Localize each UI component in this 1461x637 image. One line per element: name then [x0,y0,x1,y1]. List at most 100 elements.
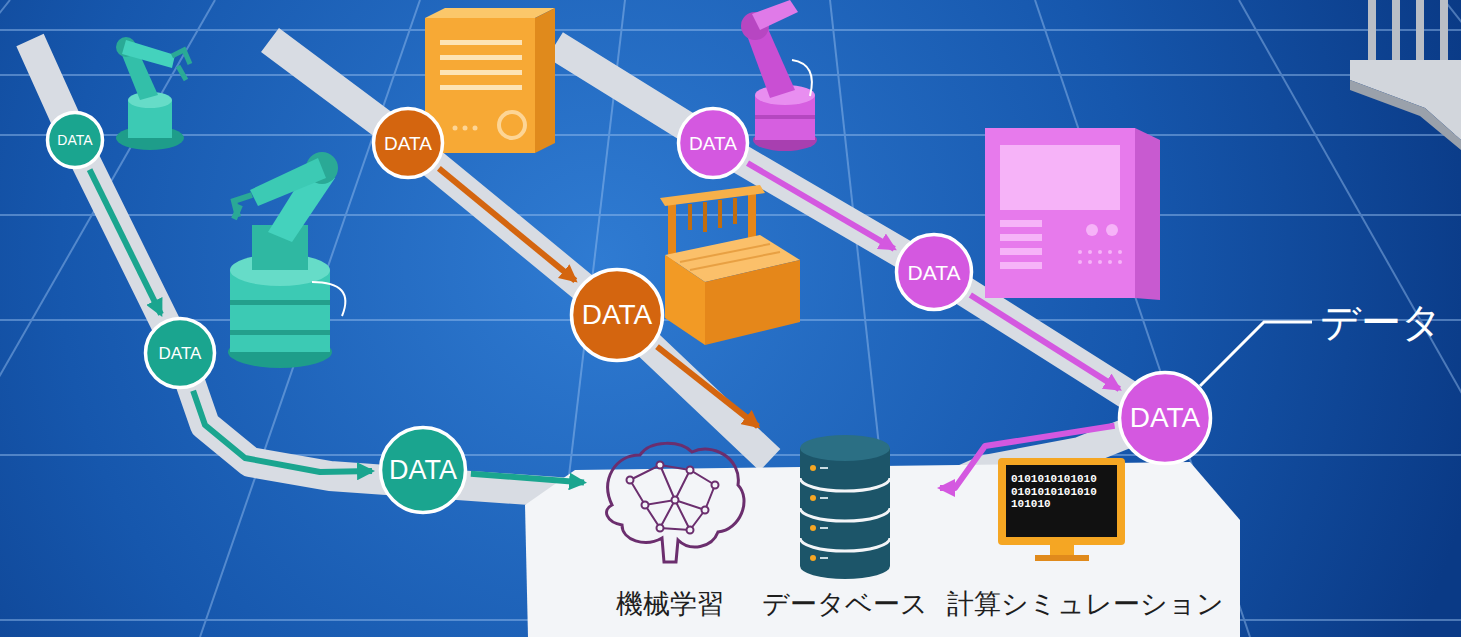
data-tag: DATA [159,345,202,362]
station-caption: 計算シミュレーション [947,588,1224,620]
data-tag: DATA [384,134,432,153]
control-terminal [1086,224,1098,236]
monitor-icon [1035,555,1089,561]
circle-outline [374,109,443,178]
data-circle: DATA [371,106,445,180]
callout-label: データ [1320,298,1442,346]
illustration-part [627,462,719,534]
circle-outline [897,235,972,310]
control-terminal [1000,262,1042,269]
circle-outline [48,113,103,168]
illustration-part [657,525,664,532]
illustration-part [1118,260,1122,264]
floor-grid [0,0,10,637]
frame-structure [1416,0,1424,64]
robot-arm [230,330,330,335]
database-icon [800,435,890,461]
assembly-machine [660,185,765,206]
floor-grid [0,29,1461,31]
illustration-part [1088,260,1092,264]
monitor-icon [998,458,1125,561]
data-tag: DATA [1130,404,1201,432]
illustration-part [1078,250,1082,254]
illustration-part [627,477,634,484]
leader-line [1200,322,1312,386]
data-tag: DATA [689,134,737,153]
illustration-part [810,495,816,501]
illustration-part [1078,250,1122,264]
flow-arrow [748,163,895,249]
control-terminal [1106,224,1118,236]
data-circle: DATA [378,425,468,515]
monitor-icon [1006,465,1117,537]
robot-arm [741,0,817,151]
station-caption: 機械学習 [616,588,724,620]
robot-arm [172,50,190,80]
flow-arrow [970,295,1119,389]
illustration-part [820,557,828,559]
conveyor-lane [555,45,1165,490]
brain-icon [607,443,744,562]
frame-structure [1392,0,1400,64]
illustration-part [810,555,816,561]
server-cabinet [425,8,555,18]
frame-structure [1440,0,1448,64]
illustration-part [820,467,828,469]
robot-arm [116,37,190,150]
illustration-part [1078,260,1082,264]
monitor-icon [1050,545,1074,555]
server-cabinet [463,126,468,131]
server-cabinet [535,8,555,153]
illustration-part [820,527,828,529]
flow-arrow [90,170,161,315]
floor-grid [1239,0,1461,637]
server-cabinet [440,85,522,90]
control-terminal [1000,248,1042,255]
illustration-part [1118,250,1122,254]
circle-outline [572,270,663,361]
data-circle: DATA [569,267,665,363]
circle-outline [381,428,466,513]
assembly-machine [680,244,780,270]
assembly-machine [660,185,800,345]
robot-arm [250,158,326,206]
frame-structure [1350,0,1461,150]
robot-arm [230,300,330,305]
robot-arm [234,195,252,219]
robot-arm [755,115,815,119]
data-circle: DATA [894,232,974,312]
brain-icon [630,465,715,530]
server-cabinet [440,55,522,60]
control-terminal [1135,128,1160,300]
database-icon [800,435,890,579]
tool-station: 機械学習 [590,440,750,622]
server-cabinet [425,8,555,153]
flow-arrow [439,168,575,280]
robot-arm [312,282,345,316]
robot-arm [752,0,798,30]
floor-grid [0,0,215,637]
control-terminal [1000,234,1042,241]
illustration-part [687,527,694,534]
flow-arrow [657,347,758,427]
circle-outline [146,319,215,388]
server-cabinet [453,126,458,131]
illustration-part [642,502,649,509]
illustration-part [1108,250,1112,254]
server-cabinet [473,126,478,131]
data-circle: DATA [45,110,105,170]
frame-structure [1368,0,1376,64]
assembly-machine [705,260,800,345]
conveyor-lane [30,40,1165,495]
floor-grid [0,214,1461,216]
floor-grid [0,74,1461,76]
illustration-part [820,497,828,499]
tool-station: データベース [756,430,934,622]
illustration-part [687,467,694,474]
tool-station: 0101010101010 0101010101010 101010計算シミュレ… [941,455,1230,622]
control-terminal [1000,145,1120,210]
assembly-machine [668,200,676,262]
server-cabinet [440,70,522,75]
